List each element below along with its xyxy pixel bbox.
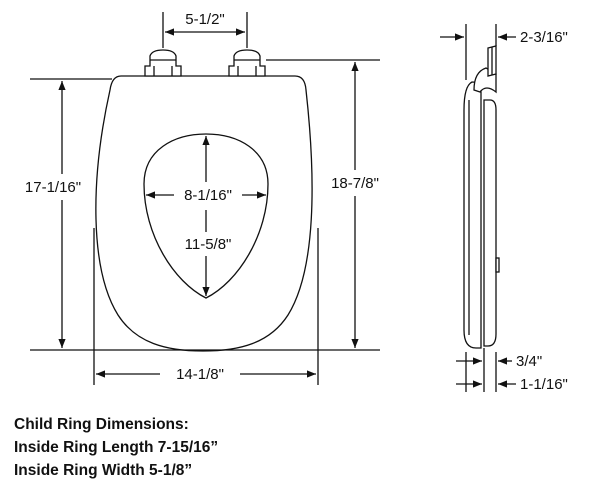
child-ring-length-note: Inside Ring Length 7-15/16” — [14, 439, 219, 456]
overall-width-label: 14-1/8" — [176, 366, 224, 383]
seat-side-profile — [463, 45, 500, 362]
total-thickness-label: 1-1/16" — [520, 376, 568, 393]
inside-length-label: 11-5/8" — [185, 236, 232, 253]
child-ring-heading: Child Ring Dimensions: — [14, 416, 189, 433]
inside-width-label: 8-1/16" — [184, 187, 232, 204]
hinge-depth-label: 2-3/16" — [520, 29, 568, 46]
overall-length-label: 18-7/8" — [331, 175, 379, 192]
hinge-spacing-label: 5-1/2" — [185, 11, 225, 28]
left-hinge-icon — [144, 49, 182, 77]
ring-length-label: 17-1/16" — [25, 179, 81, 196]
ring-thickness-label: 3/4" — [516, 353, 542, 370]
child-ring-width-note: Inside Ring Width 5-1/8” — [14, 462, 193, 479]
right-hinge-icon — [228, 49, 266, 77]
